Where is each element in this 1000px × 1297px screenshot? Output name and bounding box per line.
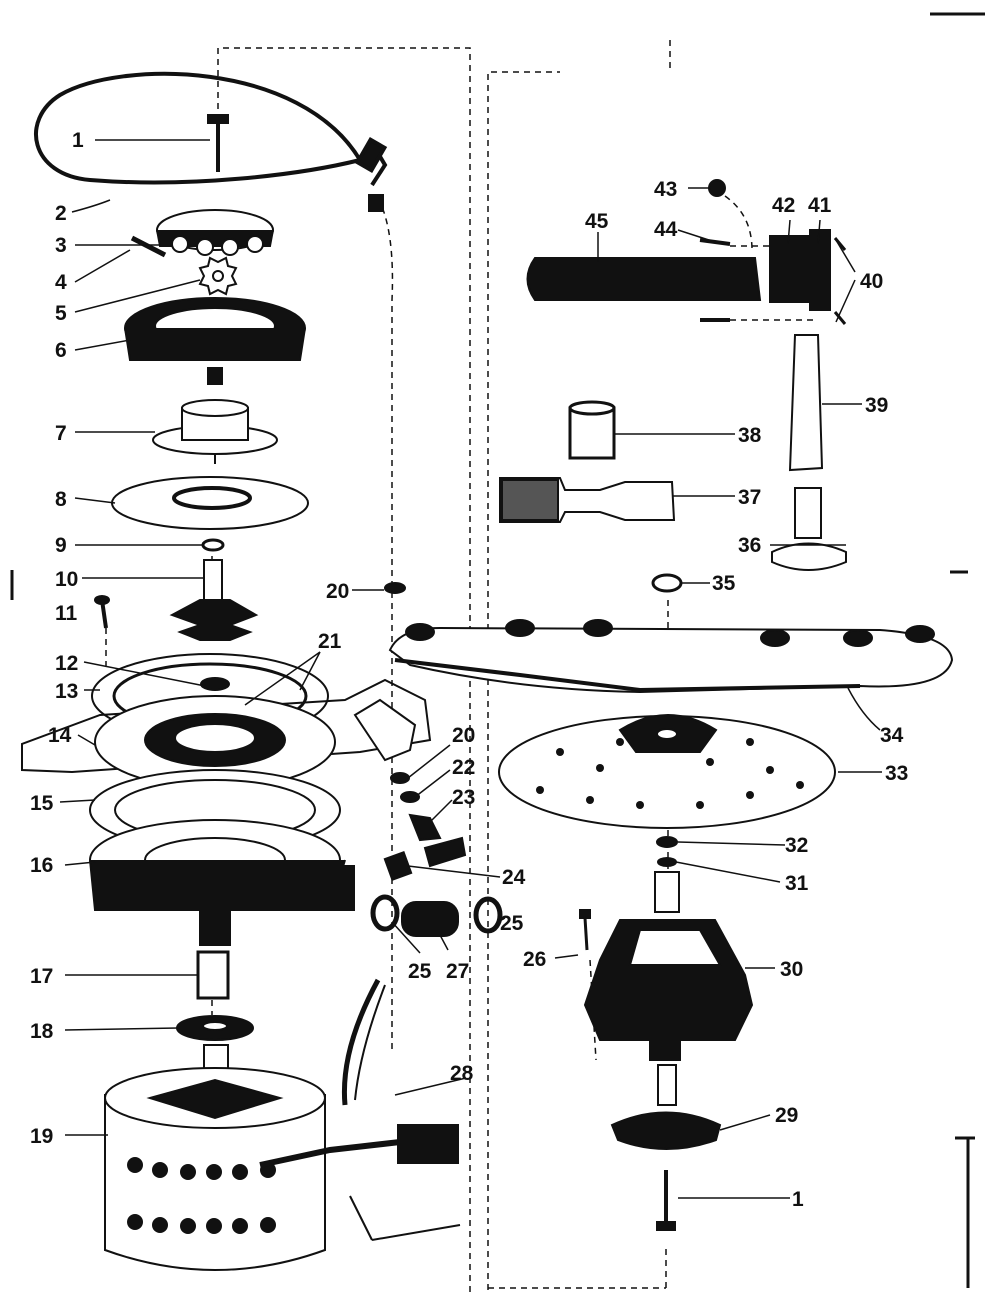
border-marks: [10, 12, 985, 1288]
callout-6: 6: [55, 339, 67, 362]
callout-1-top: 1: [72, 129, 84, 152]
callout-25-left: 25: [408, 960, 432, 983]
part-1-screw-top: [207, 114, 229, 172]
callout-labels: 1 2 3 4 5 6 7 8 9 10 11 12 13 14 15 16 1…: [30, 129, 908, 1211]
part-10-impeller: [169, 559, 259, 641]
callout-20-lower: 20: [452, 724, 475, 747]
part-9-washer: [201, 538, 225, 552]
part-30-pump-housing: [583, 871, 754, 1061]
callout-44: 44: [654, 218, 678, 241]
callout-10: 10: [55, 568, 78, 591]
callout-33: 33: [885, 762, 908, 785]
part-1-screw-bottom: [656, 1170, 676, 1231]
callout-27: 27: [446, 960, 469, 983]
callout-18: 18: [30, 1020, 54, 1043]
parts-31-32-washers: [656, 836, 678, 867]
callout-21: 21: [318, 630, 342, 653]
callout-39: 39: [865, 394, 888, 417]
callout-40: 40: [860, 270, 883, 293]
part-6-housing: [124, 297, 306, 385]
parts-12-16-pump-base: [21, 653, 432, 946]
callout-9: 9: [55, 534, 67, 557]
callout-28: 28: [450, 1062, 474, 1085]
parts-20-27-hardware: [370, 582, 591, 951]
callout-25-right: 25: [500, 912, 524, 935]
callout-11: 11: [55, 602, 78, 625]
part-45-heater: [526, 179, 847, 325]
part-18-seal: [176, 1015, 254, 1041]
callout-5: 5: [55, 302, 67, 325]
part-17-coupling: [196, 950, 230, 1000]
callout-19: 19: [30, 1125, 53, 1148]
part-34-spray-arm: [388, 573, 954, 694]
parts-36-39-fill-tube: [499, 334, 847, 571]
part-4-screw: [130, 235, 167, 258]
callout-16: 16: [30, 854, 53, 877]
callout-38: 38: [738, 424, 762, 447]
callout-7: 7: [55, 422, 67, 445]
callout-35: 35: [712, 572, 736, 595]
callout-41: 41: [808, 194, 832, 217]
callout-34: 34: [880, 724, 904, 747]
callout-8: 8: [55, 488, 67, 511]
part-11-bolt: [94, 595, 110, 629]
callout-4: 4: [55, 271, 67, 294]
part-5-gear: [198, 256, 238, 296]
part-2-spray-tube: [34, 71, 388, 212]
callout-23: 23: [452, 786, 475, 809]
callout-1-bottom: 1: [792, 1188, 804, 1211]
callout-17: 17: [30, 965, 53, 988]
callout-13: 13: [55, 680, 78, 703]
callout-32: 32: [785, 834, 808, 857]
callout-24: 24: [502, 866, 526, 889]
part-29-chopper: [610, 1064, 722, 1150]
callout-15: 15: [30, 792, 54, 815]
callout-43: 43: [654, 178, 677, 201]
part-19-motor: [104, 1044, 326, 1271]
callout-22: 22: [452, 756, 475, 779]
part-33-filter-disc: [498, 714, 836, 829]
callout-30: 30: [780, 958, 803, 981]
callout-20-upper: 20: [326, 580, 349, 603]
part-3-cap: [156, 209, 274, 256]
callout-29: 29: [775, 1104, 798, 1127]
callout-45: 45: [585, 210, 609, 233]
callout-42: 42: [772, 194, 795, 217]
callout-26: 26: [523, 948, 546, 971]
leader-lines: [59, 139, 882, 1199]
part-7-cover: [152, 399, 278, 464]
callout-31: 31: [785, 872, 809, 895]
part-8-plate: [111, 476, 309, 530]
callout-12: 12: [55, 652, 78, 675]
callout-36: 36: [738, 534, 761, 557]
callout-14: 14: [48, 724, 72, 747]
callout-37: 37: [738, 486, 761, 509]
callout-3: 3: [55, 234, 67, 257]
part-28-wire-harness: [259, 978, 461, 1241]
callout-2: 2: [55, 202, 67, 225]
